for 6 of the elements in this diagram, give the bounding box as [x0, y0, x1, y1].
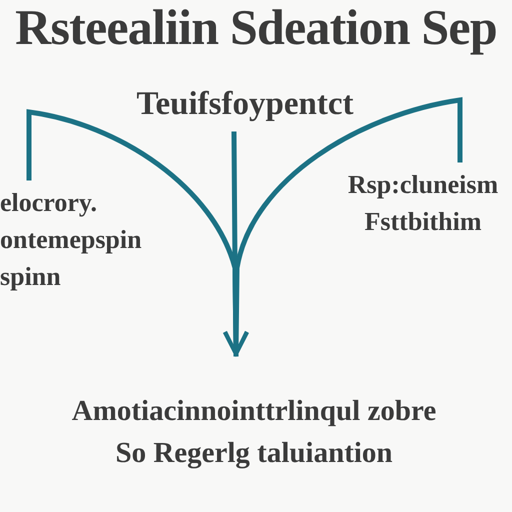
- node-text: Amotiacinnointtrlinqul zobre So Regerlg taluiantion: [70, 394, 438, 471]
- connector-arrow: [223, 98, 462, 356]
- node-text: Teuifsfoypentct: [136, 85, 354, 124]
- diagram-title: Rsteealiin Sdeation Sep: [15, 0, 497, 54]
- node-text: elocrory. ontemepspin spinn: [0, 187, 143, 293]
- node-text: Rsp:cluneism Fsttbithim: [346, 169, 500, 238]
